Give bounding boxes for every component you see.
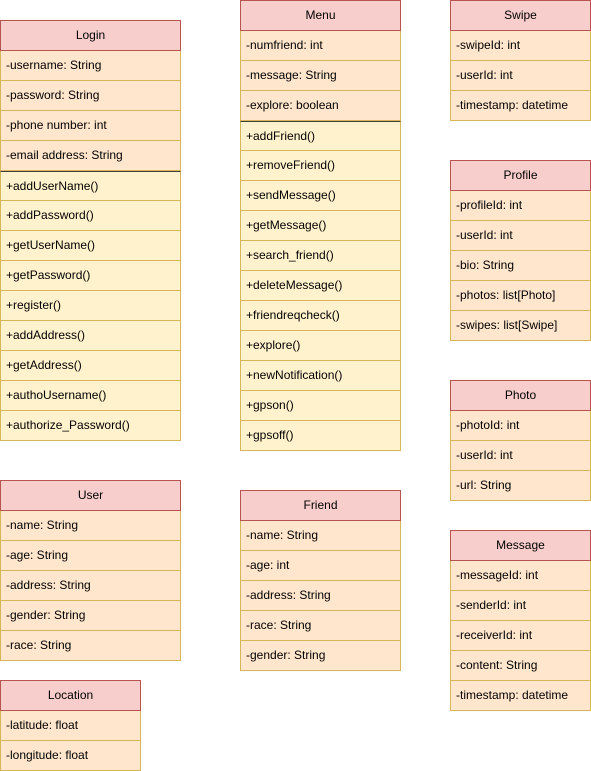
attribute-row: -userId: int — [450, 441, 591, 471]
attribute-row: -gender: String — [0, 601, 181, 631]
operation-row: +deleteMessage() — [240, 271, 401, 301]
class-message[interactable]: Message-messageId: int-senderId: int-rec… — [450, 530, 591, 711]
class-name: Message — [450, 530, 591, 561]
attribute-row: -bio: String — [450, 251, 591, 281]
operation-row: +addPassword() — [0, 201, 181, 231]
attribute-row: -latitude: float — [0, 711, 141, 741]
attribute-row: -numfriend: int — [240, 31, 401, 61]
attribute-row: -photos: list[Photo] — [450, 281, 591, 311]
attribute-row: -photoId: int — [450, 411, 591, 441]
operation-row: +authoUsername() — [0, 381, 181, 411]
operation-row: +authorize_Password() — [0, 411, 181, 441]
class-name: Menu — [240, 0, 401, 31]
operation-row: +gpson() — [240, 391, 401, 421]
attribute-row: -userId: int — [450, 61, 591, 91]
attribute-row: -race: String — [0, 631, 181, 661]
class-name: User — [0, 480, 181, 511]
operation-row: +friendreqcheck() — [240, 301, 401, 331]
class-location[interactable]: Location-latitude: float-longitude: floa… — [0, 680, 141, 771]
class-name: Photo — [450, 380, 591, 411]
class-name: Location — [0, 680, 141, 711]
operation-row: +sendMessage() — [240, 181, 401, 211]
attribute-row: -name: String — [0, 511, 181, 541]
attribute-row: -address: String — [240, 581, 401, 611]
operation-row: +getPassword() — [0, 261, 181, 291]
operation-row: +register() — [0, 291, 181, 321]
attribute-row: -gender: String — [240, 641, 401, 671]
attribute-row: -swipeId: int — [450, 31, 591, 61]
operation-row: +addUserName() — [0, 171, 181, 201]
attribute-row: -age: String — [0, 541, 181, 571]
class-name: Profile — [450, 160, 591, 191]
class-name: Login — [0, 20, 181, 51]
class-photo[interactable]: Photo-photoId: int-userId: int-url: Stri… — [450, 380, 591, 501]
class-friend[interactable]: Friend-name: String-age: int-address: St… — [240, 490, 401, 671]
attribute-row: -userId: int — [450, 221, 591, 251]
class-name: Friend — [240, 490, 401, 521]
class-name: Swipe — [450, 0, 591, 31]
attribute-row: -content: String — [450, 651, 591, 681]
attribute-row: -phone number: int — [0, 111, 181, 141]
attribute-row: -username: String — [0, 51, 181, 81]
operation-row: +getUserName() — [0, 231, 181, 261]
attribute-row: -name: String — [240, 521, 401, 551]
attribute-row: -message: String — [240, 61, 401, 91]
operation-row: +getMessage() — [240, 211, 401, 241]
attribute-row: -email address: String — [0, 141, 181, 171]
attribute-row: -url: String — [450, 471, 591, 501]
class-swipe[interactable]: Swipe-swipeId: int-userId: int-timestamp… — [450, 0, 591, 121]
operation-row: +addFriend() — [240, 121, 401, 151]
attribute-row: -longitude: float — [0, 741, 141, 771]
attribute-row: -age: int — [240, 551, 401, 581]
attribute-row: -address: String — [0, 571, 181, 601]
attribute-row: -swipes: list[Swipe] — [450, 311, 591, 341]
operation-row: +getAddress() — [0, 351, 181, 381]
operation-row: +gpsoff() — [240, 421, 401, 451]
attribute-row: -race: String — [240, 611, 401, 641]
class-menu[interactable]: Menu-numfriend: int-message: String-expl… — [240, 0, 401, 451]
attribute-row: -senderId: int — [450, 591, 591, 621]
attribute-row: -receiverId: int — [450, 621, 591, 651]
attribute-row: -timestamp: datetime — [450, 681, 591, 711]
operation-row: +newNotification() — [240, 361, 401, 391]
class-profile[interactable]: Profile-profileId: int-userId: int-bio: … — [450, 160, 591, 341]
attribute-row: -explore: boolean — [240, 91, 401, 121]
operation-row: +explore() — [240, 331, 401, 361]
attribute-row: -messageId: int — [450, 561, 591, 591]
operation-row: +addAddress() — [0, 321, 181, 351]
class-user[interactable]: User-name: String-age: String-address: S… — [0, 480, 181, 661]
attribute-row: -password: String — [0, 81, 181, 111]
class-login[interactable]: Login-username: String-password: String-… — [0, 20, 181, 441]
attribute-row: -timestamp: datetime — [450, 91, 591, 121]
operation-row: +removeFriend() — [240, 151, 401, 181]
operation-row: +search_friend() — [240, 241, 401, 271]
attribute-row: -profileId: int — [450, 191, 591, 221]
